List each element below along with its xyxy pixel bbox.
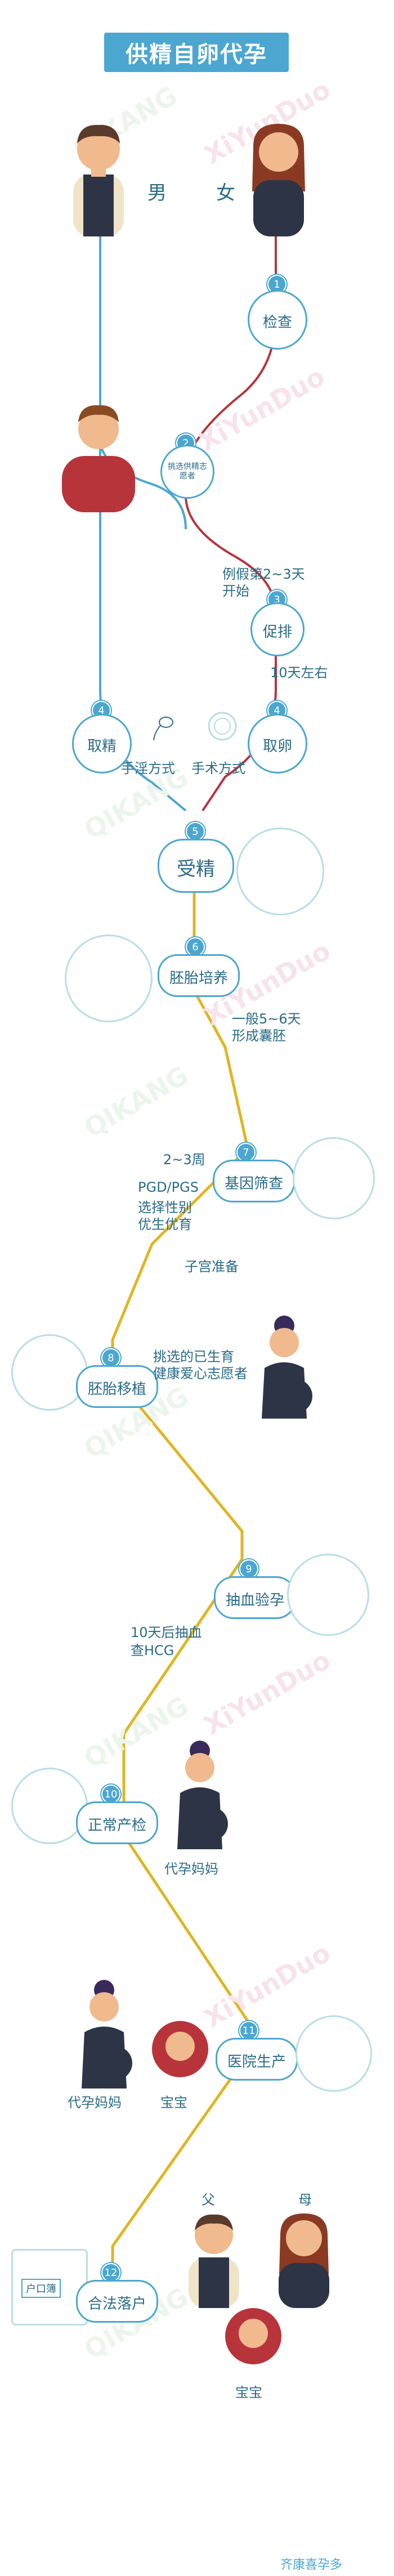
- note-surrogate: 代孕妈妈: [164, 1858, 218, 1877]
- volunteer-figure: [253, 1312, 315, 1419]
- note-baby: 宝宝: [160, 2091, 187, 2111]
- step-label: 胚胎移植: [88, 1378, 146, 1398]
- step-number: 12: [101, 2263, 120, 2282]
- embryo-icon: [65, 934, 153, 1022]
- hukou-book-label: 户口簿: [21, 2279, 61, 2298]
- note-father: 父: [202, 2189, 215, 2208]
- note-hcg-2: 查HCG: [131, 1639, 174, 1659]
- step-label: 合法落户: [88, 2292, 146, 2313]
- step-legal-registration: 合法落户: [76, 2280, 158, 2323]
- transfer-icon: [11, 1334, 88, 1411]
- step-label: 挑选供精志愿者: [168, 462, 207, 481]
- male-label: 男: [147, 177, 167, 205]
- note-blastocyst-2: 形成囊胚: [232, 1025, 286, 1044]
- step-label: 医院生产: [227, 2050, 286, 2071]
- female-label: 女: [216, 177, 235, 205]
- blood-tube-icon: [287, 1554, 369, 1636]
- note-surgical: 手术方式: [191, 757, 245, 777]
- hospital-icon: [296, 2015, 372, 2092]
- step-embryo-transfer: 胚胎移植: [76, 1365, 158, 1408]
- step-number: 6: [186, 937, 205, 956]
- note-mother: 母: [298, 2189, 312, 2208]
- mother-figure: [265, 2207, 343, 2308]
- baby-figure: [149, 2015, 211, 2083]
- step-check: 检查: [248, 290, 307, 350]
- step-blood-test: 抽血验孕: [214, 1576, 296, 1619]
- footer-brand: 齐康喜孕多: [280, 2555, 342, 2573]
- note-pgd: 2~3周: [163, 1148, 205, 1168]
- step-prenatal-check: 正常产检: [76, 1801, 158, 1844]
- father-figure: [174, 2207, 253, 2308]
- note-selected-2: 健康爱心志愿者: [153, 1362, 248, 1382]
- man-figure: [56, 113, 141, 236]
- note-hcg: 10天后抽血: [131, 1621, 202, 1641]
- footer: 齐康喜孕多: [265, 2533, 394, 2576]
- note-pgd-2: PGD/PGS: [138, 1179, 199, 1195]
- step-number: 7: [236, 1143, 256, 1162]
- step-label: 基因筛查: [225, 1172, 283, 1193]
- step-stimulation: 促排: [250, 602, 305, 656]
- step-embryo-culture: 胚胎培养: [158, 954, 240, 997]
- fertilization-icon: [236, 828, 324, 915]
- step-label: 促排: [263, 620, 292, 641]
- step-number: 5: [186, 822, 205, 841]
- step-genetic-screening: 基因筛查: [213, 1160, 295, 1202]
- note-surrogate-2: 代孕妈妈: [68, 2091, 122, 2111]
- step-fertilization: 受精: [158, 839, 234, 893]
- note-stim-start-2: 开始: [222, 580, 249, 600]
- sperm-icon: [144, 712, 177, 746]
- step-label: 抽血验孕: [226, 1589, 284, 1609]
- note-pgd-4: 优生优育: [138, 1213, 192, 1233]
- step-label: 受精: [177, 853, 215, 881]
- step-label: 取精: [87, 735, 117, 755]
- note-uterus: 子宫准备: [185, 1255, 239, 1275]
- step-number: 8: [101, 1348, 120, 1367]
- egg-icon: [205, 709, 239, 743]
- note-manual: 手淫方式: [121, 757, 175, 777]
- doctor-icon: [11, 1768, 88, 1844]
- donor-figure: [51, 388, 146, 512]
- step-number: 11: [239, 2021, 258, 2040]
- step-hospital-birth: 医院生产: [216, 2038, 298, 2081]
- woman-figure: [236, 113, 321, 236]
- step-number: 10: [101, 1785, 120, 1804]
- dna-icon: [293, 1137, 375, 1219]
- baby-figure-2: [222, 2302, 284, 2370]
- note-ten-days: 10天左右: [270, 661, 328, 681]
- step-donor-select: 挑选供精志愿者: [160, 445, 214, 499]
- note-baby-2: 宝宝: [235, 2381, 262, 2401]
- surrogate-figure: [169, 1737, 231, 1849]
- surrogate-figure-2: [73, 1976, 135, 2088]
- step-number: 9: [239, 1559, 258, 1578]
- step-label: 取卵: [263, 735, 292, 755]
- step-label: 胚胎培养: [169, 967, 228, 987]
- step-label: 检查: [263, 311, 292, 332]
- step-label: 正常产检: [88, 1814, 146, 1835]
- step-egg-retrieval: 取卵: [248, 714, 307, 773]
